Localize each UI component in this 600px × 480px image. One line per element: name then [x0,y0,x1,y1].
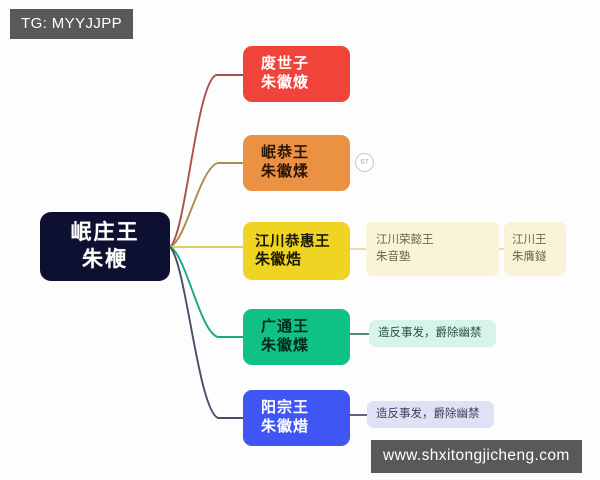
branch-b2-line-1: 岷恭王 [261,144,310,162]
leaf-y2-line-2: 朱膺鐩 [512,251,547,263]
branch-b3-line-2: 朱徽焅 [255,250,302,268]
leaf-note-yangzongwang[interactable]: 造反事发，爵除幽禁 [367,401,494,428]
branch-node-fei-shizi[interactable]: 废世子 朱徽焲 [243,46,350,102]
leaf-node-jiangchuanrongyiwang[interactable]: 江川荣懿王 朱音塾 [366,222,499,276]
branch-b4-line-2: 朱徽煠 [261,337,310,354]
branch-b2-line-2: 朱徽煣 [261,163,310,180]
branch-b1-line-2: 朱徽焲 [261,74,310,91]
leaf-p1-line-1: 造反事发，爵除幽禁 [376,408,480,421]
edge-root-b1 [169,74,243,248]
branch-b5-line-1: 阳宗王 [261,399,310,417]
leaf-y1-line-1: 江川荣懿王 [376,234,434,247]
branch-b4-line-1: 广通王 [261,318,310,336]
branch-node-guangtongwang[interactable]: 广通王 朱徽煠 [243,309,350,365]
leaf-g1-line-1: 造反事发，爵除幽禁 [378,327,482,340]
collapse-badge-icon[interactable]: 67 [355,153,374,172]
root-line-1: 岷庄王 [70,221,140,245]
leaf-y2-line-1: 江川王 [512,234,547,247]
leaf-y1-line-2: 朱音塾 [376,251,411,263]
branch-node-mingongwang[interactable]: 岷恭王 朱徽煣 [243,135,350,191]
branch-b3-line-1: 江川恭惠王 [255,233,330,250]
branch-node-yangzongwang[interactable]: 阳宗王 朱徽焟 [243,390,350,446]
edge-root-b2 [169,162,243,248]
root-line-2: 朱楩 [82,247,128,271]
edge-root-b4 [169,246,243,338]
branch-b1-line-1: 废世子 [261,55,310,73]
edge-root-b5 [169,246,243,419]
watermark-top: TG: MYYJJPP [10,9,134,39]
mindmap-root-node[interactable]: 岷庄王 朱楩 [40,212,170,281]
leaf-node-jiangchuanwang[interactable]: 江川王 朱膺鐩 [504,222,566,276]
branch-node-jiangchuangonghuiwang[interactable]: 江川恭惠王 朱徽焅 [243,222,350,280]
watermark-bottom: www.shxitongjicheng.com [371,440,582,473]
branch-b5-line-2: 朱徽焟 [261,418,310,435]
leaf-note-guangtongwang[interactable]: 造反事发，爵除幽禁 [369,320,496,347]
